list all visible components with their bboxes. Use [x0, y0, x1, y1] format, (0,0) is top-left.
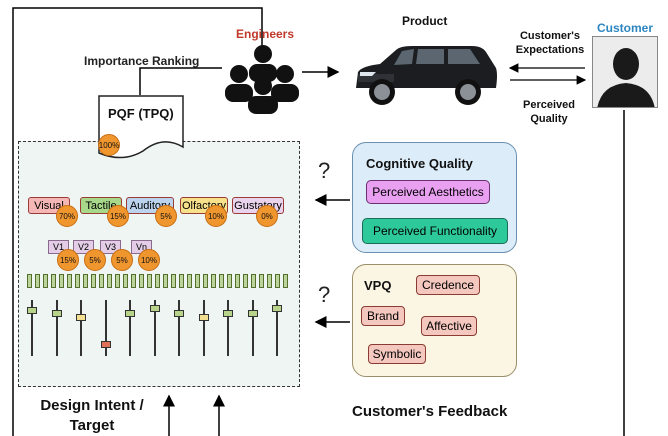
car-image	[356, 46, 497, 105]
vpq-box: VPQ Credence Brand Affective Symbolic	[352, 264, 517, 377]
auditory-percent-badge: 5%	[155, 205, 177, 227]
slider-track[interactable]	[129, 300, 131, 356]
strip-block	[115, 274, 120, 288]
strip-block	[227, 274, 232, 288]
gustatory-percent-badge: 0%	[256, 205, 278, 227]
question-mark-cognitive: ?	[318, 158, 331, 183]
slider-track[interactable]	[31, 300, 33, 356]
vn-percent-badge: 10%	[138, 249, 160, 271]
v1-percent-badge: 15%	[57, 249, 79, 271]
v3-percent-badge: 5%	[111, 249, 133, 271]
slider-knob[interactable]	[272, 304, 282, 312]
strip-block	[83, 274, 88, 288]
strip-block	[163, 274, 168, 288]
strip-block	[155, 274, 160, 288]
component-strip	[27, 274, 289, 288]
engineers-label: Engineers	[236, 27, 295, 41]
strip-block	[107, 274, 112, 288]
vpq-affective: Affective	[421, 316, 477, 336]
vpq-brand: Brand	[361, 306, 405, 326]
strip-block	[243, 274, 248, 288]
strip-block	[67, 274, 72, 288]
slider-knob[interactable]	[76, 314, 86, 322]
category-visual-label: Visual	[34, 199, 64, 212]
perceived-functionality-pill: Perceived Functionality	[362, 218, 508, 244]
strip-block	[235, 274, 240, 288]
person-icon	[597, 48, 655, 107]
customer-label: Customer	[597, 21, 654, 35]
strip-block	[195, 274, 200, 288]
slider-track[interactable]	[178, 300, 180, 356]
vpq-credence: Credence	[416, 275, 480, 295]
customers-expectations-label: Customer's Expectations	[515, 30, 585, 56]
slider-track[interactable]	[80, 300, 82, 356]
strip-block	[171, 274, 176, 288]
slider-track[interactable]	[202, 300, 205, 356]
customer-avatar	[592, 36, 658, 108]
strip-block	[251, 274, 256, 288]
strip-block	[267, 274, 272, 288]
vpq-symbolic: Symbolic	[368, 344, 426, 364]
strip-block	[99, 274, 104, 288]
tactile-percent-badge: 15%	[107, 205, 129, 227]
strip-block	[203, 274, 208, 288]
slider-track[interactable]	[153, 300, 156, 356]
strip-block	[219, 274, 224, 288]
strip-block	[139, 274, 144, 288]
customers-feedback-label: Customer's Feedback	[352, 403, 508, 420]
vpq-title: VPQ	[364, 278, 392, 293]
strip-block	[179, 274, 184, 288]
slider-knob[interactable]	[174, 309, 184, 317]
strip-block	[259, 274, 264, 288]
strip-block	[51, 274, 56, 288]
pqf-document	[98, 95, 184, 159]
slider-knob[interactable]	[27, 307, 37, 315]
design-intent-label: Design Intent / Target	[40, 397, 144, 434]
slider-track[interactable]	[55, 300, 58, 356]
slider-knob[interactable]	[198, 314, 209, 322]
slider-knob[interactable]	[51, 309, 62, 317]
strip-block	[131, 274, 136, 288]
slider-knob[interactable]	[247, 309, 258, 317]
strip-block	[91, 274, 96, 288]
strip-block	[147, 274, 152, 288]
perceived-quality-label: Perceived Quality	[523, 99, 575, 125]
slider-track[interactable]	[251, 300, 254, 356]
strip-block	[59, 274, 64, 288]
strip-block	[27, 274, 32, 288]
slider-track[interactable]	[276, 300, 278, 356]
v2-percent-badge: 5%	[84, 249, 106, 271]
slider-knob[interactable]	[149, 304, 160, 312]
importance-ranking-line	[139, 67, 222, 95]
mixer-sliders	[18, 300, 300, 362]
question-mark-vpq: ?	[318, 282, 331, 307]
strip-block	[123, 274, 128, 288]
importance-ranking-label: Importance Ranking	[84, 54, 200, 68]
feedback-loop-line	[12, 7, 263, 436]
strip-block	[43, 274, 48, 288]
pqf-title: PQF (TPQ)	[108, 106, 174, 121]
perceived-aesthetics-pill: Perceived Aesthetics	[366, 180, 490, 204]
strip-block	[187, 274, 192, 288]
strip-block	[75, 274, 80, 288]
cognitive-quality-title: Cognitive Quality	[366, 156, 473, 171]
strip-block	[275, 274, 280, 288]
visual-percent-badge: 70%	[56, 205, 78, 227]
slider-knob[interactable]	[125, 309, 135, 317]
strip-block	[35, 274, 40, 288]
engineers-icon	[225, 45, 299, 114]
slider-track[interactable]	[104, 300, 107, 356]
strip-block	[211, 274, 216, 288]
slider-track[interactable]	[227, 300, 229, 356]
slider-knob[interactable]	[100, 340, 111, 348]
product-label: Product	[402, 14, 448, 28]
olfactory-percent-badge: 10%	[205, 205, 227, 227]
pqf-percent-badge: 100%	[98, 134, 120, 156]
strip-block	[283, 274, 288, 288]
slider-knob[interactable]	[223, 309, 233, 317]
cognitive-quality-box: Cognitive Quality Perceived Aesthetics P…	[352, 142, 517, 253]
